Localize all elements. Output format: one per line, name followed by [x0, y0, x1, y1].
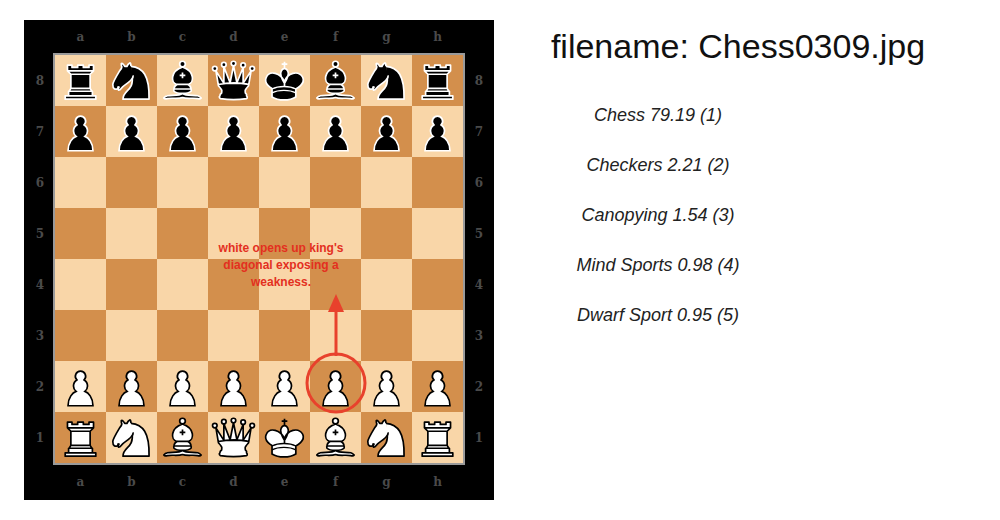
file-coordinate: d	[229, 475, 237, 489]
rank-coordinate: 2	[36, 380, 44, 394]
file-coordinate: h	[433, 475, 442, 489]
rank-coordinate: 1	[36, 431, 44, 445]
chess-piece	[317, 61, 354, 99]
board-squares	[55, 55, 463, 463]
white-pieces	[65, 371, 453, 457]
file-coordinate: c	[179, 475, 186, 489]
classification-score: Chess 79.19 (1)	[594, 105, 722, 126]
file-coordinate: c	[179, 30, 186, 44]
chess-piece	[374, 371, 399, 406]
chess-piece	[68, 116, 93, 151]
file-coordinate: f	[333, 30, 338, 44]
chess-piece	[213, 61, 255, 99]
chess-piece	[221, 116, 246, 151]
highlight-circle	[307, 354, 365, 412]
file-coordinate: a	[77, 30, 85, 44]
chess-piece	[170, 116, 195, 151]
chess-piece	[425, 371, 450, 406]
chess-piece	[119, 116, 144, 151]
chess-piece	[425, 116, 450, 151]
chess-piece	[119, 371, 144, 406]
file-coordinate: h	[433, 30, 442, 44]
rank-coordinate: 4	[475, 278, 483, 292]
chess-piece	[113, 63, 149, 99]
chess-piece	[323, 116, 348, 151]
chess-piece	[213, 418, 255, 456]
chess-piece	[272, 116, 297, 151]
rank-coordinate: 5	[36, 227, 44, 241]
rank-coordinate: 6	[475, 176, 483, 190]
rank-coordinate: 3	[36, 329, 44, 343]
chess-piece	[164, 418, 201, 456]
black-pieces	[65, 61, 453, 151]
file-coordinate: g	[382, 30, 390, 44]
rank-coordinate: 2	[475, 380, 483, 394]
rank-coordinate: 8	[36, 74, 44, 88]
rank-coordinate: 1	[475, 431, 483, 445]
file-coordinate: a	[77, 475, 85, 489]
chess-piece	[272, 371, 297, 406]
chess-piece	[68, 371, 93, 406]
rank-coordinate: 8	[475, 74, 483, 88]
rank-coordinate: 3	[475, 329, 483, 343]
file-coordinate: d	[229, 30, 237, 44]
rank-coordinate: 7	[475, 125, 483, 139]
chess-piece	[170, 371, 195, 406]
chess-piece	[422, 65, 453, 99]
chess-piece	[113, 420, 149, 456]
chess-piece	[65, 422, 96, 456]
chess-piece	[266, 419, 304, 457]
chess-piece	[374, 116, 399, 151]
classification-score: Mind Sports 0.98 (4)	[576, 255, 739, 276]
chess-piece	[266, 62, 304, 100]
file-title: filename: Chess0309.jpg	[551, 27, 925, 66]
rank-coordinate: 5	[475, 227, 483, 241]
chess-piece	[317, 418, 354, 456]
board-border	[53, 53, 465, 465]
chess-piece	[65, 65, 96, 99]
classification-score: Checkers 2.21 (2)	[586, 155, 729, 176]
file-coordinate: b	[127, 30, 135, 44]
classification-score: Canopying 1.54 (3)	[581, 205, 734, 226]
move-arrow	[335, 308, 338, 356]
file-coordinate: g	[382, 475, 390, 489]
chess-piece	[323, 371, 348, 406]
rank-coordinate: 4	[36, 278, 44, 292]
file-coordinate: e	[281, 475, 289, 489]
board-frame	[24, 20, 494, 500]
chess-piece	[422, 422, 453, 456]
chess-piece	[368, 420, 404, 456]
file-coordinate: f	[333, 475, 338, 489]
file-coordinate: e	[281, 30, 289, 44]
arrow-head	[328, 294, 344, 312]
rank-coordinate: 7	[36, 125, 44, 139]
annotation-note: white opens up king's diagonal exposing …	[206, 240, 356, 291]
chess-piece	[164, 61, 201, 99]
rank-coordinate: 6	[36, 176, 44, 190]
file-coordinate: b	[127, 475, 135, 489]
classification-score: Dwarf Sport 0.95 (5)	[577, 305, 739, 326]
chess-piece	[368, 63, 404, 99]
chess-piece	[221, 371, 246, 406]
